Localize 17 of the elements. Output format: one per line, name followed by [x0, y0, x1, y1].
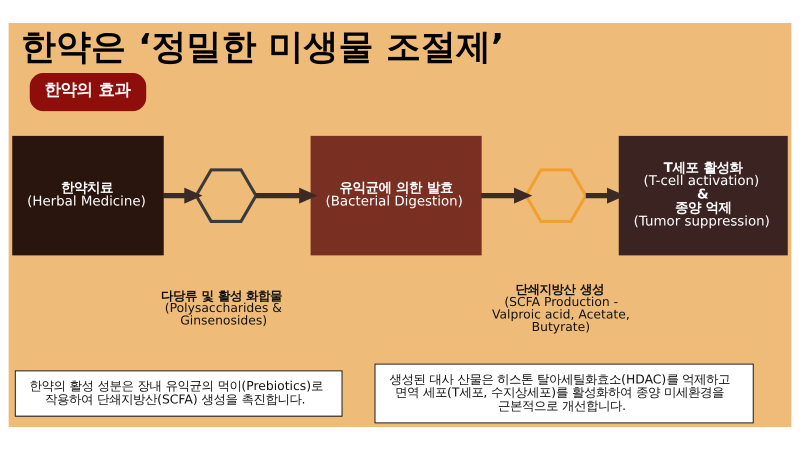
node-box: 유익균에 의한 발효 (Bacterial Digestion) [310, 136, 482, 256]
node-picture [194, 168, 258, 223]
node-label: (Polysaccharides & Ginsenosides) [164, 301, 282, 328]
diagram-title: 한약은 ‘정밀한 미생물 조절제’ [20, 26, 504, 68]
node-box: 한약치료 (Herbal Medicine) [12, 136, 164, 256]
node-label: (SCFA Production - Valproic acid, Acetate, Butyrate) [492, 295, 630, 334]
node-box: 한약의 효과 [30, 72, 146, 112]
arrow [256, 188, 318, 204]
node-picture [524, 168, 588, 223]
node-label: 다당류 및 활성 화합물 [161, 288, 282, 303]
node-box: T세포 활성화 (T-cell activation) & 종양 억제 (Tumor suppression) [618, 136, 788, 256]
node-label: 단쇄지방산 생성 [516, 282, 604, 297]
arrow [163, 188, 203, 204]
arrow [586, 188, 626, 204]
arrow [481, 188, 532, 204]
node-box: 생성된 대사 산물은 히스톤 탈아세틸화효소(HDAC)를 억제하고 면역 세포(T세포, 수지상세포)를 활성화하여 종양 미세환경을 근본적으로 개선합니다. [374, 364, 754, 424]
node-box: 한약의 활성 성분은 장내 유익균의 먹이(Prebiotics)로 작용하여 단쇄지방산(SCFA) 생성을 촉진합니다. [14, 370, 343, 417]
